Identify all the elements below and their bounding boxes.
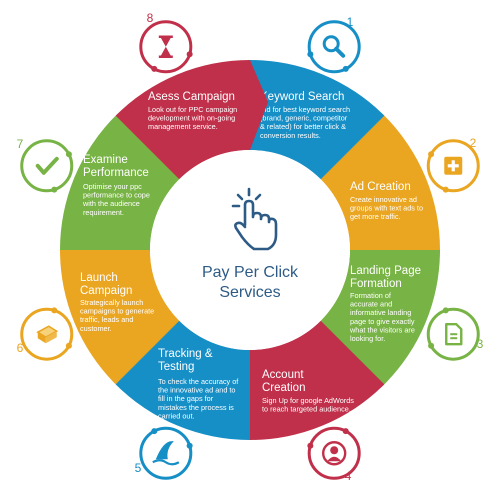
step-6-title: Launch (80, 272, 118, 284)
segment-step-8 (115, 59, 269, 180)
step-2-desc: Create innovative ad (350, 195, 417, 204)
step-2-desc: groups with text ads to (350, 204, 423, 213)
shark-fin-icon (152, 441, 180, 466)
hourglass-icon (158, 35, 173, 58)
step-2-badge (426, 139, 480, 193)
step-3-title: Landing Page (350, 265, 421, 277)
step-6-desc: Strategically launch (80, 298, 143, 307)
step-4-title: Creation (262, 382, 305, 394)
step-1-desc: & related) for better click & (260, 122, 346, 131)
step-7-badge (20, 139, 74, 193)
step-7-number: 7 (17, 137, 24, 151)
step-4-badge (307, 426, 361, 480)
step-7-desc: performance to cope (83, 191, 150, 200)
launch-icon (36, 325, 59, 344)
plus-square-icon (444, 156, 463, 175)
step-7-title: Examine (83, 154, 128, 166)
center-disc (150, 150, 350, 350)
segment-step-4 (231, 320, 385, 440)
step-5-badge (139, 426, 193, 480)
step-3-desc: informative landing (350, 308, 411, 317)
step-3-desc: what the visitors are (349, 325, 415, 334)
step-3-desc: page to give exactly (350, 317, 415, 326)
segment-step-2 (320, 115, 440, 269)
step-5-title: Tracking & (158, 348, 213, 360)
step-1-desc: (brand, generic, competitor (260, 114, 348, 123)
step-4-number: 4 (345, 469, 352, 483)
step-3-number: 3 (477, 337, 484, 351)
step-8-number: 8 (147, 11, 154, 25)
step-6-title: Campaign (80, 285, 132, 297)
search-icon (322, 35, 346, 58)
step-5-number: 5 (135, 461, 142, 475)
step-3-badge (426, 307, 480, 361)
step-3-desc: Formation of (350, 291, 392, 300)
step-8-desc: management service. (148, 122, 218, 131)
step-7-desc: requirement. (83, 208, 124, 217)
step-7-title: Performance (83, 167, 149, 179)
step-2-desc: get more traffic. (350, 212, 401, 221)
step-6-number: 6 (17, 341, 24, 355)
step-5-desc: To check the accuracy of (158, 377, 239, 386)
step-6-badge (20, 307, 74, 361)
user-icon (321, 441, 347, 466)
step-4-desc: Sign Up for google AdWords (262, 396, 354, 405)
step-5-desc: mistakes the process is (158, 403, 234, 412)
step-1-number: 1 (347, 15, 354, 29)
step-6-desc: campaigns to generate (80, 307, 154, 316)
step-3-desc: looking for. (350, 334, 385, 343)
step-1-badge (307, 20, 361, 74)
step-5-desc: the innovative ad and to (158, 386, 236, 395)
step-1-desc: Bid for best keyword search (260, 105, 350, 114)
step-6-desc: traffic, leads and (80, 315, 133, 324)
step-8-badge (139, 20, 193, 74)
center-title-line2: Services (219, 284, 280, 301)
step-4-title: Account (262, 369, 304, 381)
segment-step-6 (59, 231, 180, 385)
step-2-number: 2 (470, 136, 477, 150)
step-8-desc: Look out for PPC campaign (148, 105, 237, 114)
step-3-desc: accurate and (350, 300, 392, 309)
step-4-desc: to reach targeted audience. (262, 405, 351, 414)
step-8-desc: development with on-going (148, 114, 235, 123)
document-icon (445, 322, 463, 346)
step-2-title: Ad Creation (350, 181, 411, 193)
step-5-desc: carried out. (158, 411, 195, 420)
center-title-line1: Pay Per Click (202, 264, 299, 281)
step-5-desc: fill in the gaps for (158, 394, 214, 403)
step-7-desc: Optimise your ppc (83, 182, 142, 191)
step-3-title: Formation (350, 278, 402, 290)
step-1-desc: conversion results. (260, 131, 321, 140)
step-1-title: Keyword Search (260, 91, 344, 103)
hand-click-icon (231, 187, 278, 251)
badges-layer: 1 2 3 4 5 6 7 8 (17, 11, 484, 483)
checkmark-icon (35, 156, 59, 175)
step-7-desc: with the audience (82, 199, 140, 208)
step-8-title: Asess Campaign (148, 91, 235, 103)
step-5-title: Testing (158, 361, 194, 373)
step-6-desc: customer. (80, 324, 112, 333)
